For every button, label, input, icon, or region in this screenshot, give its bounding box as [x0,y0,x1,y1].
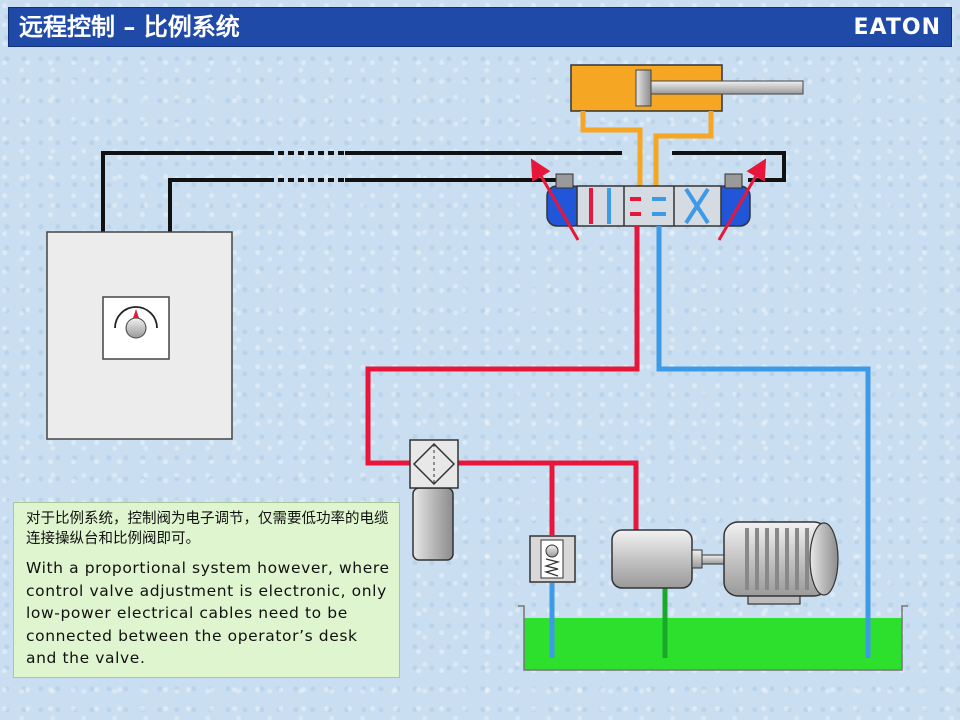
filter-bowl [412,487,454,561]
cable-bottom-left [168,178,268,232]
valve-right-cross-2 [684,187,710,225]
relief-valve-ball [545,544,559,558]
coupling-shaft [701,554,725,565]
pump [611,529,725,589]
dial-pointer-icon [133,309,139,318]
desk-panel [46,231,233,440]
pump-body [611,529,693,589]
info-text-panel: 对于比例系统，控制阀为电子调节，仅需要低功率的电缆连接操纵台和比例阀即可。 Wi… [13,502,400,678]
relief-spring-icon [543,558,561,577]
relief-valve [529,535,576,583]
motor-fin [805,528,809,590]
right-solenoid [713,173,751,227]
right-proportional-arrow-icon [717,158,767,241]
proportional-valve [530,158,767,241]
dial-knob[interactable] [125,317,147,339]
cable-top-left [101,151,268,232]
left-proportional-arrow-icon [530,158,580,241]
pump-flange [691,549,703,569]
oil-tank [518,605,908,671]
eaton-logo: EATON [853,15,941,40]
motor-fin [785,528,789,590]
control-dial[interactable] [102,296,170,360]
motor-fin [765,528,769,590]
motor-fin [795,528,799,590]
cylinder-rod [650,80,804,95]
pressure-filter [409,439,459,561]
control-desk [46,231,233,440]
cylinder-line-a [580,111,643,186]
chinese-description: 对于比例系统，控制阀为电子调节，仅需要低功率的电缆连接操纵台和比例阀即可。 [26,511,389,547]
motor-fin [775,528,779,590]
hydraulic-cylinder [570,64,804,112]
left-solenoid-connector [555,173,574,189]
valve-body [576,185,722,227]
page-title: 远程控制 – 比例系统 [19,12,240,41]
cylinder-line-b [653,111,714,186]
right-solenoid-connector [724,173,743,189]
left-solenoid [546,173,584,227]
electric-motor [723,521,839,605]
cylinder-piston [635,69,652,107]
pressure-line [365,226,640,530]
motor-fin [745,528,749,590]
tank-oil [524,618,902,670]
title-bar: 远程控制 – 比例系统 EATON [8,7,952,47]
dial-scale-arc [114,306,158,329]
electrical-cables [101,151,786,232]
tank-outline [518,605,908,671]
return-line [656,226,871,658]
motor-end-cap [809,522,839,596]
english-description: With a proportional system however, wher… [26,559,390,667]
filter-icon [412,442,456,486]
motor-fin [755,528,759,590]
